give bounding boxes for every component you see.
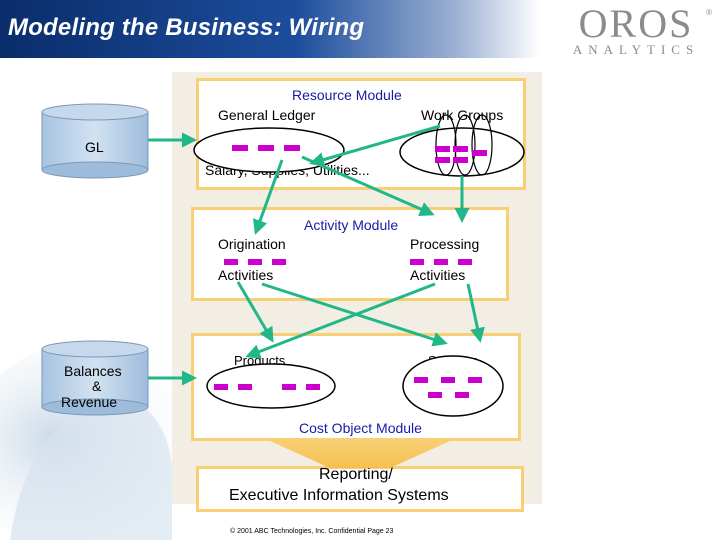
title-bar: Modeling the Business: Wiring bbox=[0, 0, 540, 58]
balances-label: Balances bbox=[64, 363, 122, 379]
logo-sub-text: ANALYTICS bbox=[572, 42, 700, 57]
cost-object-dashes bbox=[214, 377, 482, 398]
balances-database-icon bbox=[41, 340, 149, 416]
logo-registered-mark: ® bbox=[706, 8, 712, 17]
reporting-funnel bbox=[270, 441, 450, 468]
footer-copyright: © 2001 ABC Technologies, Inc. Confidenti… bbox=[230, 528, 394, 535]
gl-database-icon bbox=[41, 103, 149, 179]
origination-label: Origination bbox=[218, 236, 286, 252]
resource-module-title: Resource Module bbox=[292, 87, 402, 103]
wiring-arrows bbox=[148, 124, 485, 386]
products-ellipse bbox=[206, 363, 336, 409]
activity-module-title: Activity Module bbox=[304, 217, 399, 233]
processing-activities-label: Activities bbox=[410, 267, 466, 283]
oros-logo: OROS ® ANALYTICS bbox=[560, 4, 712, 60]
activity-dashes bbox=[224, 259, 472, 265]
cost-object-module-title: Cost Object Module bbox=[299, 420, 422, 436]
general-ledger-label: General Ledger bbox=[218, 107, 316, 123]
reporting-box bbox=[196, 466, 524, 512]
balances-ampersand: & bbox=[92, 378, 102, 394]
resource-dashes bbox=[232, 145, 487, 163]
gl-label: GL bbox=[85, 139, 104, 155]
reporting-label-line2: Executive Information Systems bbox=[229, 487, 449, 504]
origination-activities-label: Activities bbox=[218, 267, 274, 283]
logo-main-text: OROS bbox=[578, 1, 694, 46]
reporting-label-line1: Reporting/ bbox=[319, 466, 393, 483]
processing-label: Processing bbox=[410, 236, 480, 252]
page-title: Modeling the Business: Wiring bbox=[8, 14, 365, 41]
services-ellipse bbox=[402, 355, 504, 417]
revenue-label: Revenue bbox=[61, 394, 118, 410]
activity-module bbox=[191, 207, 509, 301]
